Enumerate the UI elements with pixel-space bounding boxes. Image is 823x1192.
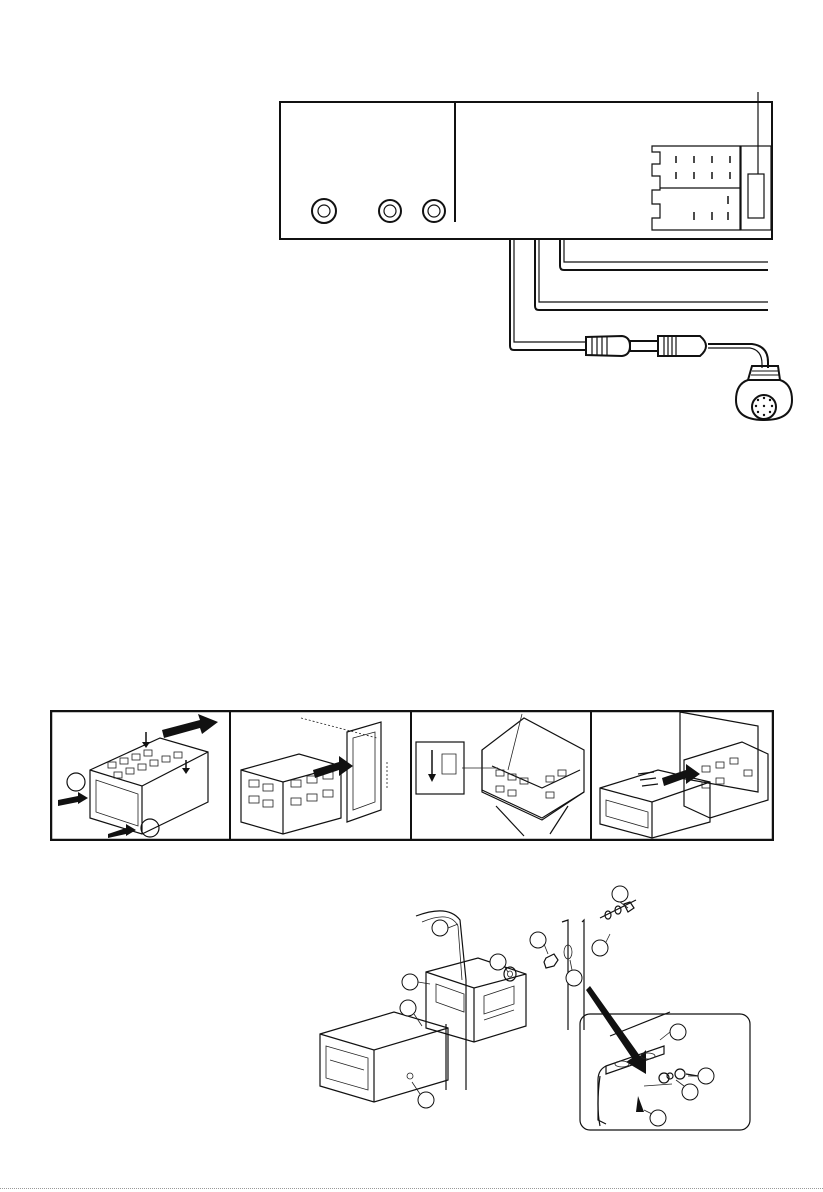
nut bbox=[544, 954, 558, 968]
release-key-left bbox=[67, 773, 85, 791]
step-panel-mount-frame bbox=[241, 718, 387, 834]
mounting-sleeve bbox=[426, 958, 526, 1042]
head-unit bbox=[320, 1012, 448, 1102]
rear-panel-body bbox=[280, 102, 772, 239]
release-key-right bbox=[141, 819, 159, 837]
step-panel-insert-unit bbox=[600, 712, 768, 838]
din-connector bbox=[736, 366, 792, 420]
exploded-mounting-view bbox=[300, 880, 760, 1170]
rca-jack-left bbox=[379, 200, 401, 222]
rear-connection-diagram bbox=[0, 0, 823, 440]
step-panel-remove-unit bbox=[58, 714, 218, 838]
cable-1-inner bbox=[564, 239, 768, 262]
inline-socket bbox=[658, 336, 706, 356]
rca-jack-right bbox=[423, 200, 445, 222]
cable-1 bbox=[560, 239, 768, 270]
trim-ring bbox=[347, 722, 381, 822]
detail-inset bbox=[580, 1012, 750, 1130]
antenna-jack bbox=[312, 199, 336, 223]
step-panel-bend-tabs bbox=[416, 714, 584, 836]
cable-3 bbox=[510, 239, 586, 350]
installation-steps-strip bbox=[50, 710, 774, 841]
iso-connector bbox=[652, 146, 740, 230]
fuse-holder bbox=[741, 92, 771, 230]
cable-2 bbox=[535, 239, 768, 310]
inline-plug bbox=[586, 336, 658, 356]
page-bottom-edge bbox=[0, 1188, 823, 1189]
